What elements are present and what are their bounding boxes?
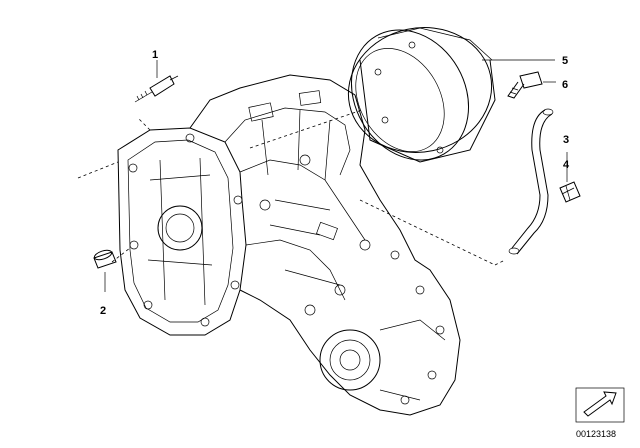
callout-5: 5: [562, 55, 568, 67]
part-5-ring-cover: [347, 27, 555, 163]
part-2-dowel-sleeve: [93, 249, 117, 292]
part-6-bolt: [507, 71, 556, 99]
callout-6: 6: [562, 79, 568, 91]
callout-1: 1: [152, 49, 158, 61]
callout-4: 4: [563, 159, 570, 171]
callout-3: 3: [563, 134, 569, 146]
leader-lines: [77, 109, 506, 266]
direction-arrow-icon: [575, 387, 625, 423]
part-4-hose-clamp: [559, 152, 581, 203]
part-3-vent-hose: [508, 108, 554, 255]
transfer-case-housing: [117, 74, 461, 416]
callout-2: 2: [100, 305, 106, 317]
part-1-stud-bolt: [134, 60, 179, 103]
catalog-number: 00123138: [576, 429, 616, 439]
